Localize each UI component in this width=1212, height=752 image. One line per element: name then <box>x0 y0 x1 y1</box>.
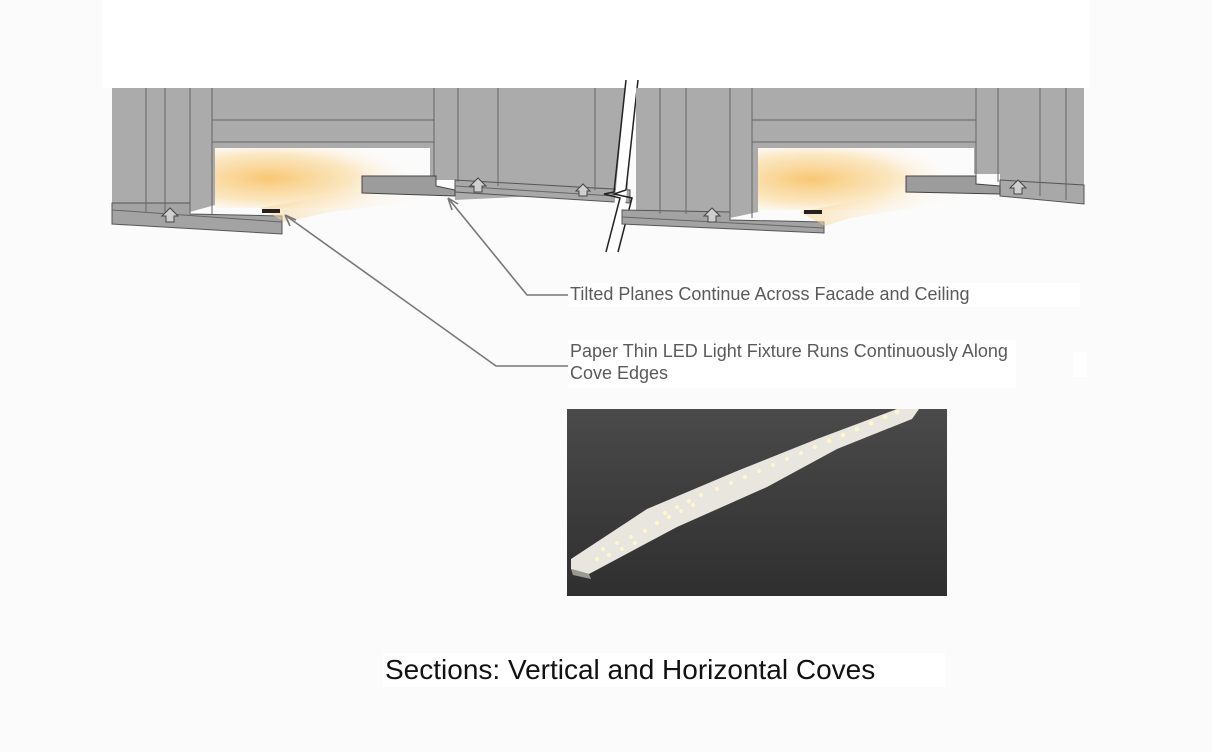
top-white-band <box>102 0 1090 88</box>
annotation-led-fixture: Paper Thin LED Light Fixture Runs Contin… <box>568 340 1016 388</box>
white-chip <box>1073 352 1087 377</box>
page-caption: Sections: Vertical and Horizontal Coves <box>383 653 945 687</box>
section-left <box>111 88 631 235</box>
section-right <box>621 88 1085 234</box>
annotation-tilted-planes: Tilted Planes Continue Across Facade and… <box>568 283 1080 307</box>
leader-lines <box>284 197 568 367</box>
led-strip-photo <box>567 409 947 596</box>
led-strip-icon <box>567 409 947 596</box>
